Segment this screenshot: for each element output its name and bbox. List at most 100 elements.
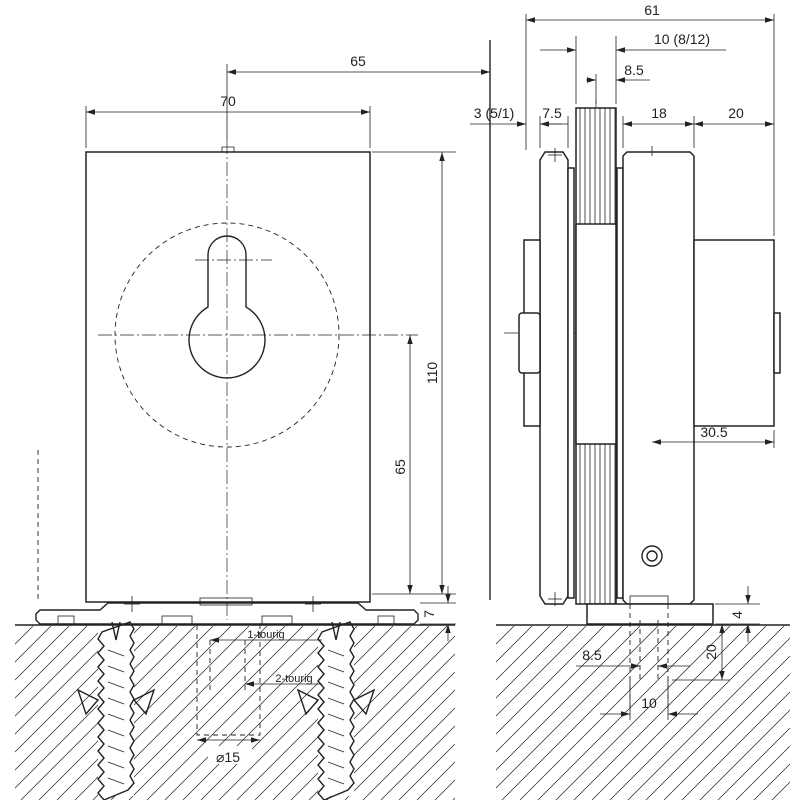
plug-thread (327, 777, 345, 785)
hatch-line (681, 691, 790, 800)
plug-fin-right (132, 688, 156, 716)
base-pad-center-right (261, 615, 293, 625)
handle-block (693, 239, 775, 427)
plug-thread (107, 729, 125, 737)
dim-side-bolt-spacing: 10 (641, 695, 657, 711)
cam-bolt-outer (641, 545, 663, 567)
front-body (85, 151, 371, 603)
hatch-line (15, 626, 160, 771)
hatch-line (496, 626, 569, 699)
hatch-line (416, 761, 455, 800)
handle-end-cap (773, 312, 781, 374)
plug-thread (107, 649, 125, 657)
hatch-line (290, 635, 455, 800)
dim-side-total: 61 (644, 2, 660, 18)
plug-thread (107, 745, 125, 753)
dim-front-offset: 65 (350, 53, 366, 69)
keyhole-slot (188, 235, 266, 379)
plug-thread (327, 761, 345, 769)
hatch-line (627, 637, 790, 800)
plug-body (317, 621, 355, 800)
glass-clamp-zone (575, 223, 617, 445)
plug-thread (327, 729, 345, 737)
hatch-line (735, 745, 790, 800)
screw-tip (331, 621, 341, 641)
base-pad-left (57, 615, 75, 625)
dim-side-front: 7.5 (542, 105, 562, 121)
hatch-line (15, 626, 34, 645)
right-spacer (616, 167, 624, 599)
front-view: 70 65 110 65 7 1-tourig 2-tourig ⌀15 (15, 40, 491, 800)
hatch-line (591, 626, 767, 800)
plug-thread (327, 713, 345, 721)
hatch-line (56, 626, 232, 800)
hatch-line (15, 626, 88, 699)
dim-side-bolt: 8.5 (582, 647, 602, 663)
hatch-line (496, 626, 659, 789)
dim-front-height: 110 (424, 362, 440, 385)
hatch-line (519, 626, 695, 800)
hatch-line (164, 626, 340, 800)
hatch-line (555, 626, 731, 800)
base-pad-center-left (161, 615, 193, 625)
plug-thread (107, 665, 125, 673)
hatch-line (398, 743, 455, 800)
screw-tip (111, 621, 121, 641)
hatch-line (501, 626, 677, 800)
hatch-line (128, 626, 304, 800)
wall-plug-left (76, 621, 156, 800)
plug-thread (107, 697, 125, 705)
left-flange (539, 151, 569, 605)
hatch-line (15, 626, 52, 663)
hatch-line (326, 671, 455, 800)
glass-panel-lines (579, 108, 616, 604)
hatch-line (537, 626, 713, 800)
side-base-plate (586, 603, 714, 625)
plug-thread (107, 777, 125, 785)
side-view: 61 10 (8/12) 8.5 3 (5/1) 7.5 18 20 30.5 (470, 2, 790, 800)
front-ground-hatch (15, 626, 455, 800)
hatch-line (15, 626, 124, 735)
hatch-line (496, 626, 533, 663)
plug-fin-right (352, 688, 376, 716)
hatch-line (496, 626, 587, 717)
hatch-line (380, 725, 455, 800)
hatch-line (15, 626, 16, 627)
hatch-line (272, 626, 448, 800)
anchor-hole-hidden (196, 625, 261, 736)
cam-bolt-inner (646, 550, 658, 562)
plug-thread (327, 745, 345, 753)
plug-body (97, 621, 135, 800)
dim-side-base-b: 20 (703, 644, 719, 660)
dim-side-body: 18 (651, 105, 667, 121)
dim-side-inner: 8.5 (624, 62, 644, 78)
plug-fin-left (296, 688, 320, 716)
wall-plug-right (296, 621, 376, 800)
dim-side-center: 30.5 (700, 424, 727, 440)
plug-fin-left (76, 688, 100, 716)
hatch-line (15, 626, 70, 681)
dim-front-center-height: 65 (392, 459, 408, 475)
side-base-nut (629, 595, 669, 605)
dim-side-glass: 10 (8/12) (654, 31, 710, 47)
base-pad-right (377, 615, 395, 625)
hatch-line (496, 626, 623, 753)
hatch-line (753, 763, 790, 800)
hatch-line (362, 707, 455, 800)
left-spacer (567, 167, 575, 599)
left-knob (518, 312, 541, 374)
base-center-nut (199, 597, 253, 606)
plug-thread (327, 697, 345, 705)
plug-thread (327, 681, 345, 689)
hatch-line (573, 626, 749, 800)
plug-thread (107, 681, 125, 689)
dim-base-height: 7 (421, 610, 437, 618)
hatch-line (15, 626, 106, 717)
hatch-line (645, 655, 790, 800)
plug-thread (107, 761, 125, 769)
plug-thread (107, 713, 125, 721)
dim-front-width: 70 (220, 93, 236, 109)
hatch-line (717, 727, 790, 800)
hatch-line (344, 689, 455, 800)
